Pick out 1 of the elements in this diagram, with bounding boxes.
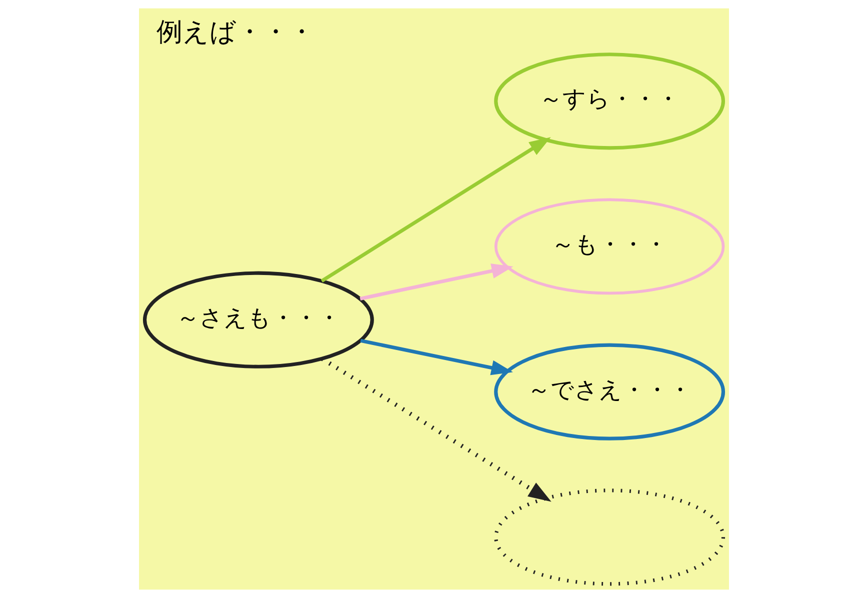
- diagram-title: 例えば・・・: [156, 18, 314, 48]
